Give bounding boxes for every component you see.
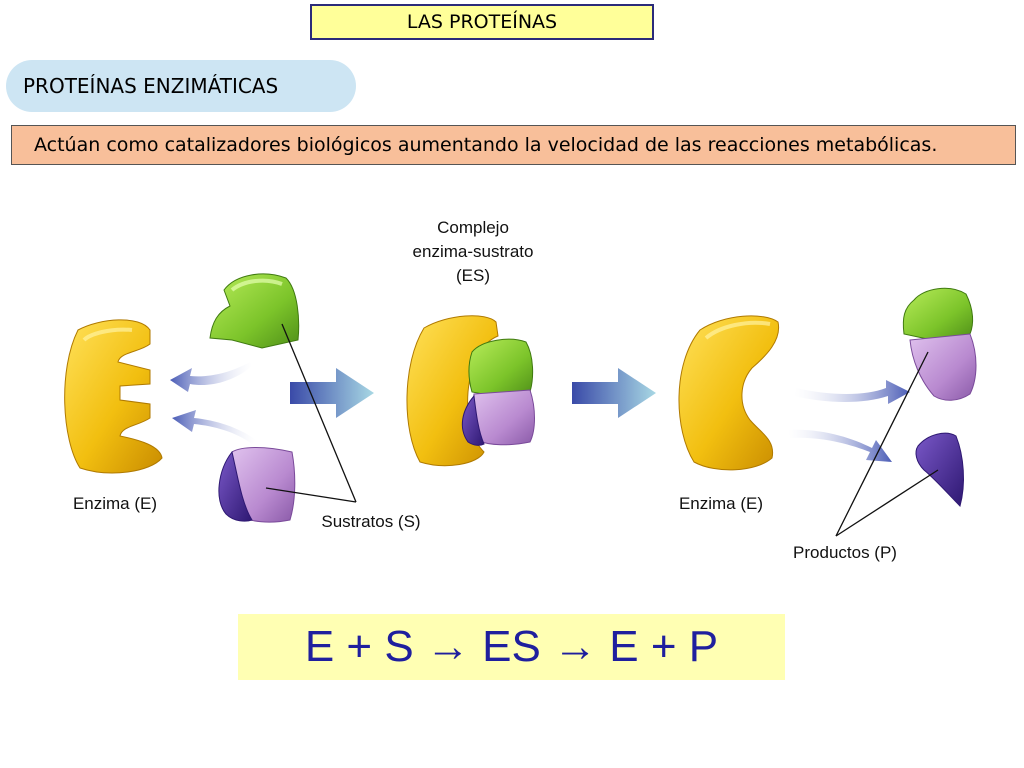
enzyme-left-label: Enzima (E) (72, 494, 158, 513)
complex-es-label-line-3: (ES) (456, 266, 490, 285)
reaction-arrow-1 (290, 368, 374, 418)
complex-es-label: Complejo enzima-sustrato (ES) (398, 216, 548, 288)
page-title: LAS PROTEÍNAS (310, 4, 654, 40)
pointer-line-substrate-green (281, 323, 357, 503)
substrate-green-left-shape (209, 273, 300, 349)
complex-es-shape (406, 315, 535, 467)
complex-es-label-line-1: Complejo (437, 218, 509, 237)
pointer-line-product-joined (835, 351, 929, 537)
curved-arrow-left-lower (172, 410, 256, 444)
enzyme-right-shape (678, 315, 780, 471)
curved-arrow-right-upper (794, 380, 910, 404)
products-label: Productos (P) (793, 543, 897, 562)
product-purple-shape (915, 432, 964, 507)
pointer-line-product-purple (835, 469, 939, 537)
definition-text: Actúan como catalizadores biológicos aum… (11, 125, 1016, 165)
enzyme-right-label: Enzima (E) (678, 494, 764, 513)
substrates-label: Sustratos (S) (321, 512, 421, 531)
reaction-equation: E + S → ES → E + P (238, 614, 785, 680)
curved-arrow-right-lower (788, 429, 892, 462)
complex-es-label-line-2: enzima-sustrato (412, 242, 534, 261)
substrate-purple-left-shape (218, 447, 296, 523)
section-title: PROTEÍNAS ENZIMÁTICAS (6, 60, 356, 112)
pointer-line-substrate-purple (265, 487, 357, 503)
product-joined-shape (902, 287, 977, 401)
reaction-arrow-2 (572, 368, 656, 418)
enzyme-left-shape (64, 319, 163, 474)
curved-arrow-left-upper (170, 362, 252, 392)
